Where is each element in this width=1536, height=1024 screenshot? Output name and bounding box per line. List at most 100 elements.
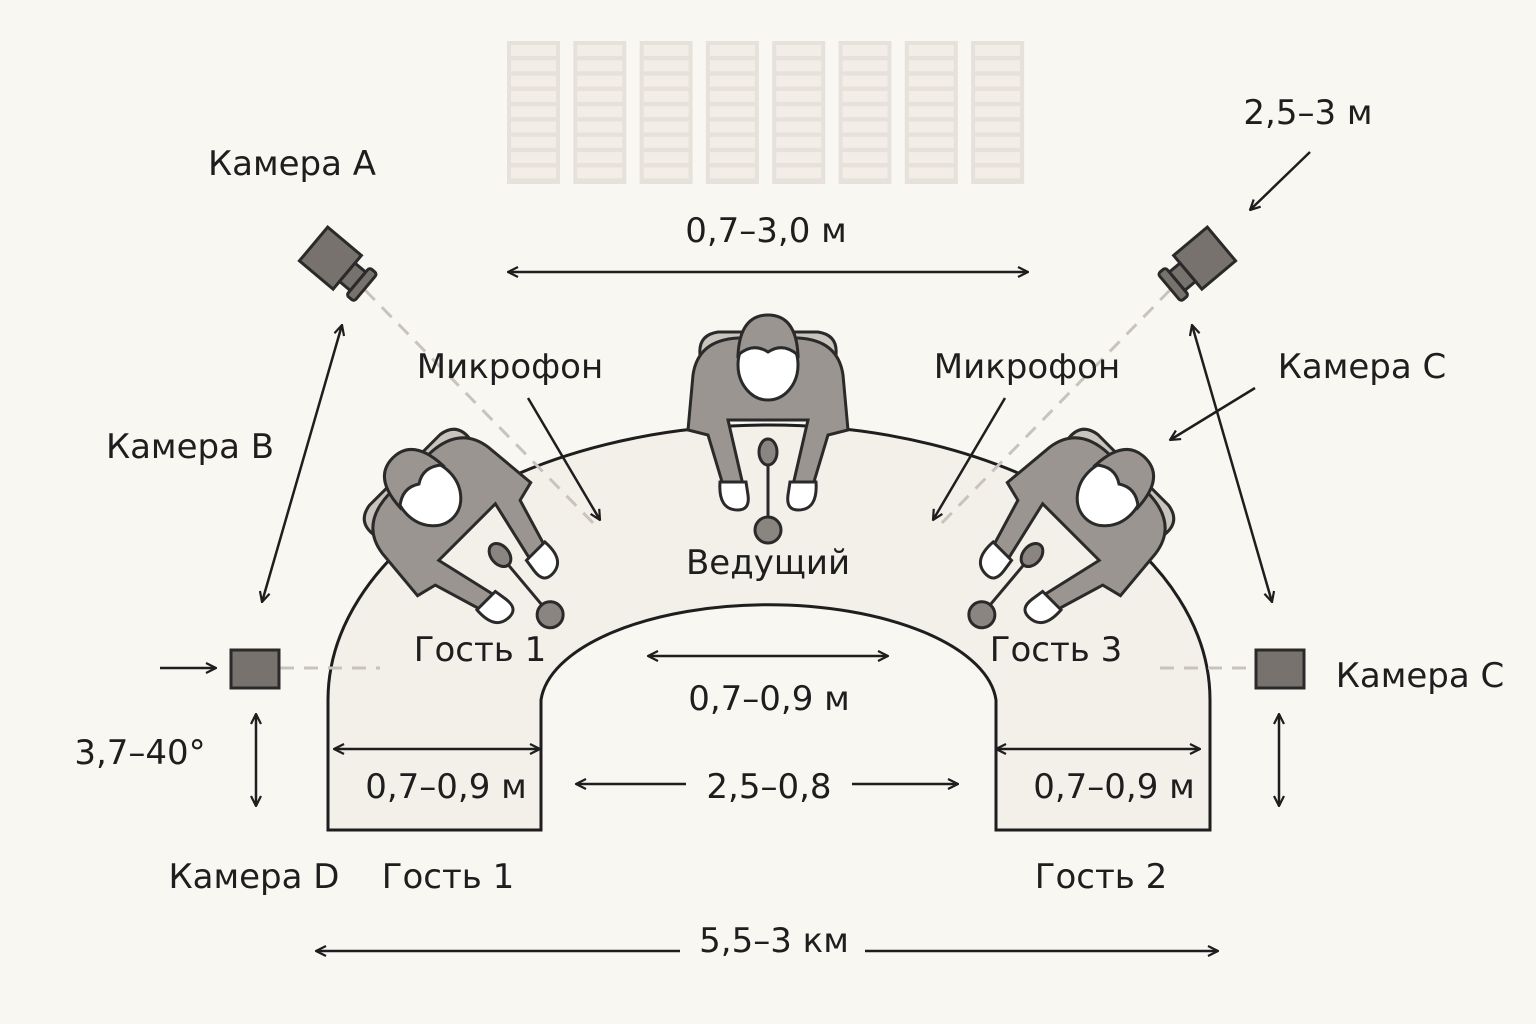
seat: [908, 60, 954, 72]
seat: [842, 106, 888, 118]
seat: [511, 60, 556, 72]
seat: [643, 45, 689, 56]
camera-d-label: Камера D: [169, 857, 340, 897]
seat: [709, 60, 755, 72]
seat: [643, 90, 689, 102]
seat: [842, 121, 888, 133]
seat: [842, 90, 888, 102]
angle-label: 3,7–40°: [74, 733, 205, 773]
seat: [511, 75, 556, 87]
camera-c-side-icon: [1254, 648, 1306, 690]
camera-c-right-label: Камера C: [1336, 656, 1505, 696]
camera-c-sightline: [933, 288, 1172, 532]
seat-column: [971, 41, 1025, 184]
seat: [577, 45, 623, 56]
seat: [908, 75, 954, 87]
seat: [643, 75, 689, 87]
seat: [975, 167, 1021, 179]
seat: [908, 90, 954, 102]
seat: [511, 106, 556, 118]
seat: [908, 121, 954, 133]
guest-3-table-label: Гость 3: [990, 630, 1123, 670]
seat: [577, 90, 623, 102]
seat: [709, 167, 755, 179]
seat: [975, 152, 1021, 164]
seat: [577, 106, 623, 118]
seat: [975, 90, 1021, 102]
seat: [975, 136, 1021, 148]
seat: [842, 45, 888, 56]
seat: [975, 45, 1021, 56]
seat-column: [639, 41, 693, 184]
seat: [577, 167, 623, 179]
camera-b-label: Камера B: [106, 427, 274, 467]
seat: [511, 121, 556, 133]
seat: [643, 60, 689, 72]
seat: [577, 60, 623, 72]
seat: [975, 121, 1021, 133]
seat: [577, 75, 623, 87]
seat: [643, 106, 689, 118]
seat: [842, 167, 888, 179]
seat: [842, 152, 888, 164]
seat: [842, 75, 888, 87]
right-leg-distance: 0,7–0,9 м: [1033, 767, 1195, 807]
camera-b-icon: [229, 648, 281, 690]
seat: [709, 152, 755, 164]
camera-c-top-label: Камера C: [1278, 347, 1447, 387]
seat: [908, 152, 954, 164]
seat: [643, 152, 689, 164]
seat-column: [705, 41, 759, 184]
seat: [709, 75, 755, 87]
mic-right-label: Микрофон: [934, 347, 1120, 387]
seat: [643, 136, 689, 148]
seat: [908, 45, 954, 56]
seat: [511, 45, 556, 56]
guest-1-table-label: Гость 1: [414, 630, 547, 670]
top-span-distance: 0,7–3,0 м: [685, 211, 847, 251]
seat-column: [838, 41, 892, 184]
audience-seating: [507, 41, 1025, 184]
middle-gap-distance: 2,5–0,8: [706, 767, 831, 807]
seat-column: [507, 41, 560, 184]
seat: [709, 106, 755, 118]
mic-left-label: Микрофон: [417, 347, 603, 387]
seat-column: [573, 41, 627, 184]
seat: [709, 45, 755, 56]
seat-column: [772, 41, 826, 184]
seat: [577, 152, 623, 164]
seat: [908, 167, 954, 179]
seat: [709, 90, 755, 102]
seat: [577, 121, 623, 133]
seat: [842, 60, 888, 72]
seat: [643, 121, 689, 133]
seat: [975, 75, 1021, 87]
seat: [511, 167, 556, 179]
guest-1-bottom-label: Гость 1: [382, 857, 515, 897]
total-width-distance: 5,5–3 км: [699, 921, 849, 961]
seat-column: [904, 41, 958, 184]
seat: [776, 121, 822, 133]
seat: [776, 152, 822, 164]
seat: [643, 167, 689, 179]
top-right-distance: 2,5–3 м: [1243, 93, 1372, 133]
seat: [908, 106, 954, 118]
guest-2-bottom-label: Гость 2: [1035, 857, 1168, 897]
camera-a-label: Камера A: [208, 144, 376, 184]
seat: [776, 106, 822, 118]
seat: [511, 152, 556, 164]
seat: [776, 60, 822, 72]
seat: [975, 60, 1021, 72]
seat: [511, 136, 556, 148]
left-leg-distance: 0,7–0,9 м: [365, 767, 527, 807]
host-label: Ведущий: [686, 543, 850, 583]
seat: [776, 167, 822, 179]
seat: [975, 106, 1021, 118]
dimension-arrows: [160, 151, 1311, 951]
seat: [842, 136, 888, 148]
seat: [709, 121, 755, 133]
seat: [511, 90, 556, 102]
seat: [709, 136, 755, 148]
seat: [776, 45, 822, 56]
